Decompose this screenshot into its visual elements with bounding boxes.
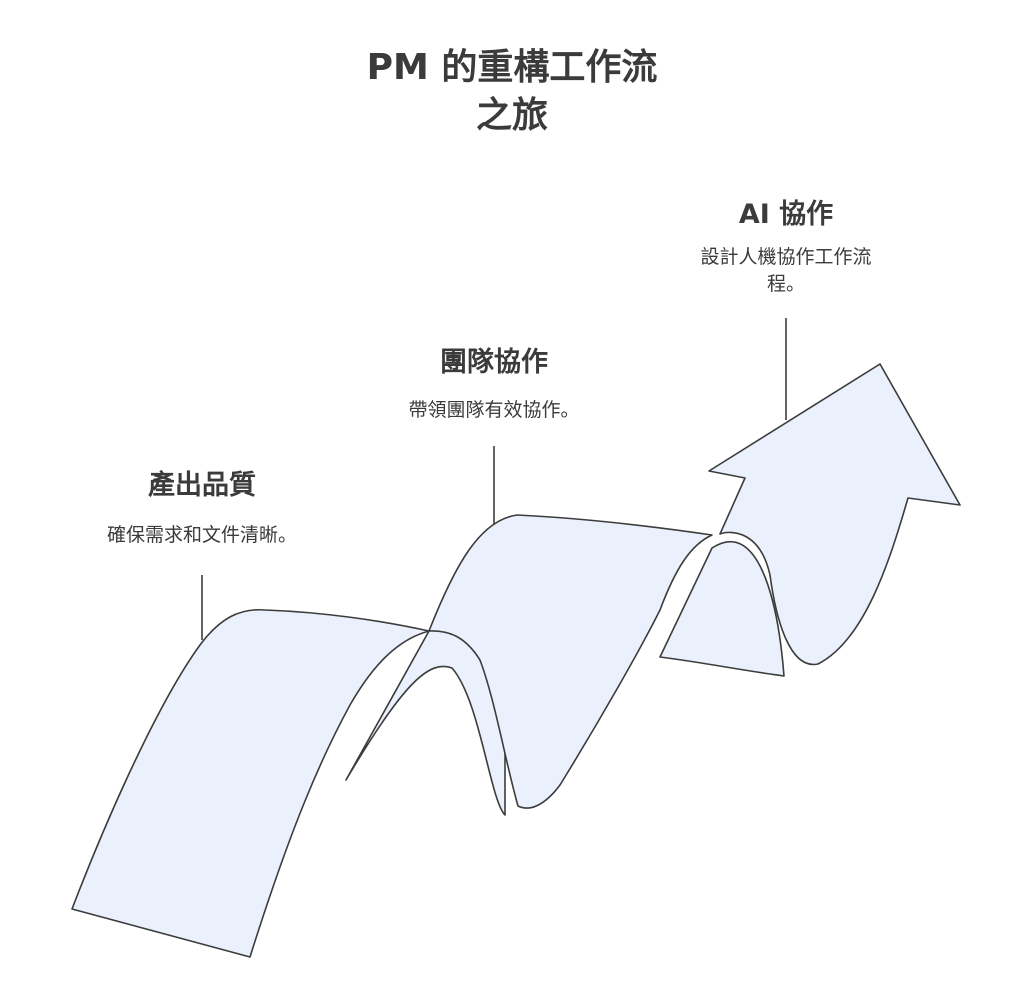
stage-2-heading: 團隊協作 (394, 340, 594, 379)
title-line-2: 之旅 (312, 92, 712, 140)
stage-3-description: 設計人機協作工作流 程。 (656, 244, 916, 298)
title-line-1: PM 的重構工作流 (312, 44, 712, 92)
diagram-title: PM 的重構工作流 之旅 (312, 44, 712, 140)
stage-1-heading: 產出品質 (102, 463, 302, 502)
stage-3-description-line-1: 設計人機協作工作流 (656, 244, 916, 271)
stage-3-description-line-2: 程。 (656, 271, 916, 298)
stage-2-description: 帶領團隊有效協作。 (354, 397, 634, 424)
stage-1-description: 確保需求和文件清晰。 (62, 522, 342, 549)
stage-3-heading: AI 協作 (686, 192, 886, 231)
ribbon-front-panel-1 (72, 610, 429, 957)
